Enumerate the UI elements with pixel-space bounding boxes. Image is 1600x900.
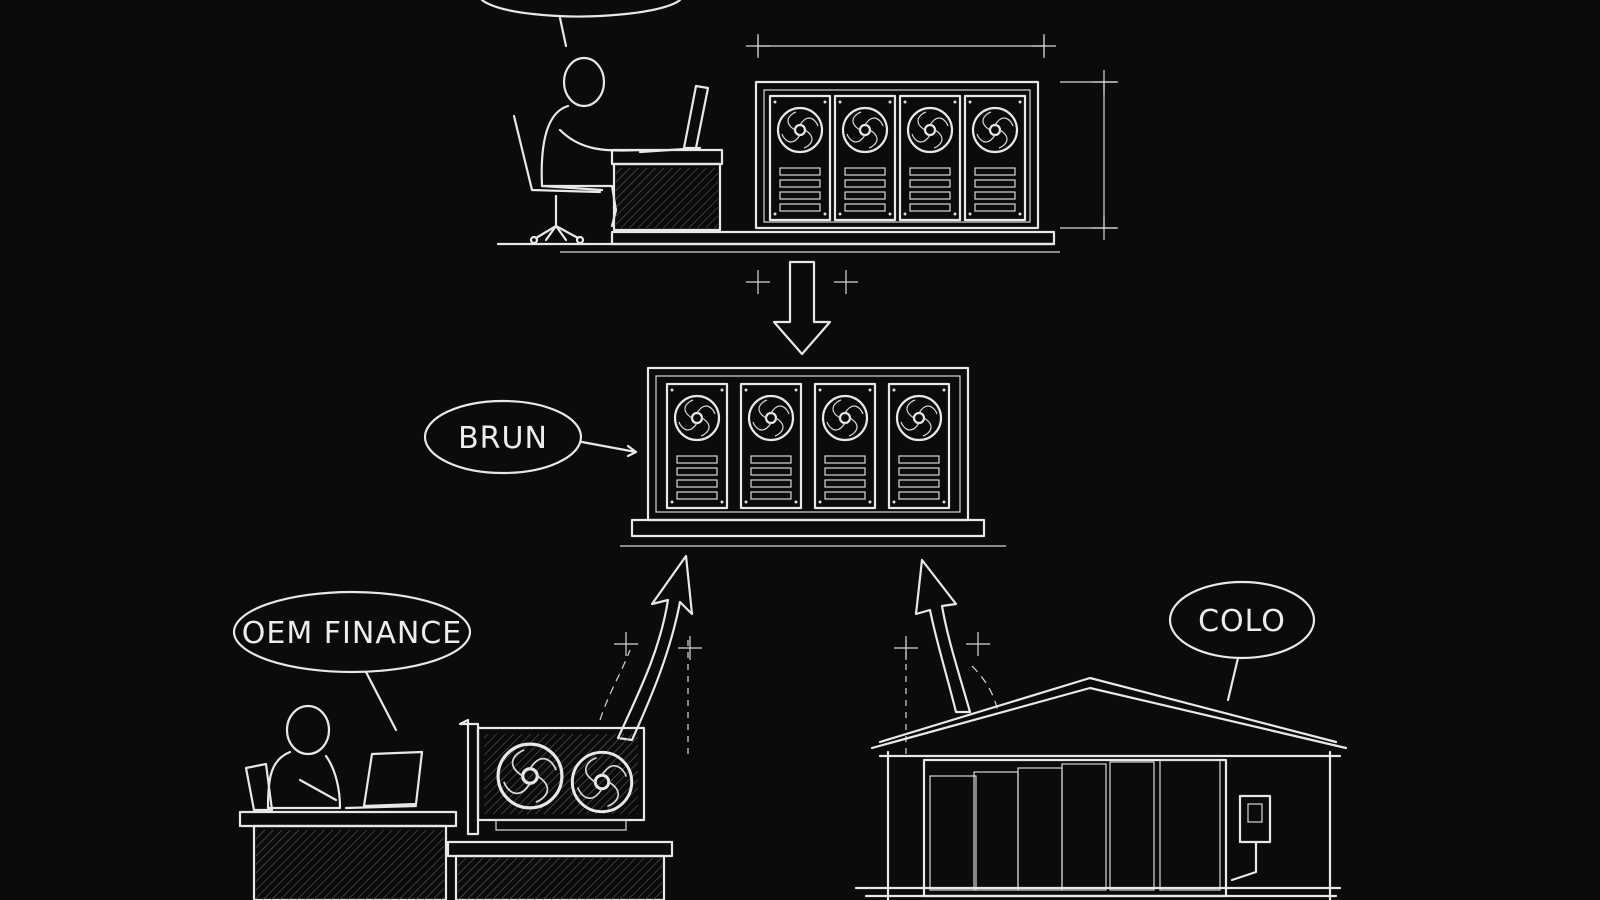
gpu-card-icon — [446, 718, 674, 900]
top-floor-platform — [496, 230, 1060, 253]
brun-label-bubble: BRUN — [423, 399, 638, 475]
laptop-icon — [344, 750, 424, 810]
brun-label: BRUN — [458, 421, 548, 456]
dimension-marks — [745, 33, 1118, 241]
office-chair-icon — [244, 762, 274, 812]
arrow-up-icon — [893, 558, 999, 760]
brun-server-rack — [620, 366, 1006, 547]
office-chair-icon — [512, 114, 602, 245]
top-operator-workstation — [512, 56, 724, 245]
oem-finance-workstation — [238, 704, 458, 900]
colo-label-bubble: COLO — [1168, 580, 1316, 702]
arrow-down-icon — [745, 260, 859, 356]
person-icon — [266, 704, 342, 810]
oem-finance-label-bubble: OEM FINANCE — [232, 590, 472, 732]
oem-finance-label: OEM FINANCE — [242, 616, 462, 651]
colo-label: COLO — [1198, 604, 1286, 639]
desk-icon — [610, 148, 724, 232]
top-server-rack — [754, 80, 1040, 230]
laptop-icon — [638, 84, 710, 154]
power-panel-icon — [1230, 794, 1272, 882]
datacenter-building-icon — [854, 676, 1348, 900]
top-speech-bubble — [480, 0, 682, 48]
desk-icon — [238, 810, 458, 900]
arrow-up-icon — [599, 554, 703, 760]
